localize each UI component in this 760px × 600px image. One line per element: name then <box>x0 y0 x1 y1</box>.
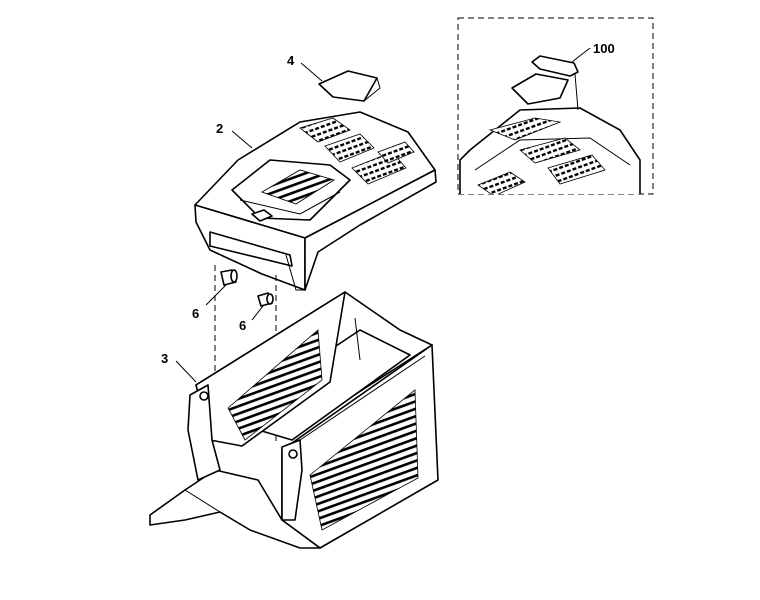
leader-6-right <box>251 305 264 321</box>
inset-dashed-border <box>457 17 654 195</box>
leader-4 <box>300 62 323 82</box>
leader-100 <box>571 47 591 63</box>
callout-100: 100 <box>593 41 615 56</box>
leader-6-left <box>205 284 227 306</box>
callout-3: 3 <box>161 351 168 366</box>
callout-4: 4 <box>287 53 295 68</box>
callout-6-left: 6 <box>192 306 199 321</box>
inset-insert-part <box>531 55 579 77</box>
part-4-cover-plate: 4 <box>287 53 381 102</box>
callout-2: 2 <box>216 121 223 136</box>
part-3-basket: 3 <box>149 291 439 549</box>
callout-6-right: 6 <box>239 318 246 333</box>
inset-cover-plate <box>511 73 569 105</box>
part-2-lid: 2 <box>194 111 437 291</box>
leader-3 <box>175 360 197 383</box>
inset-lid-detail <box>459 107 641 194</box>
leader-2 <box>231 130 253 149</box>
detail-inset: 100 <box>457 17 654 195</box>
part-6-pin-left: 6 <box>192 265 238 393</box>
